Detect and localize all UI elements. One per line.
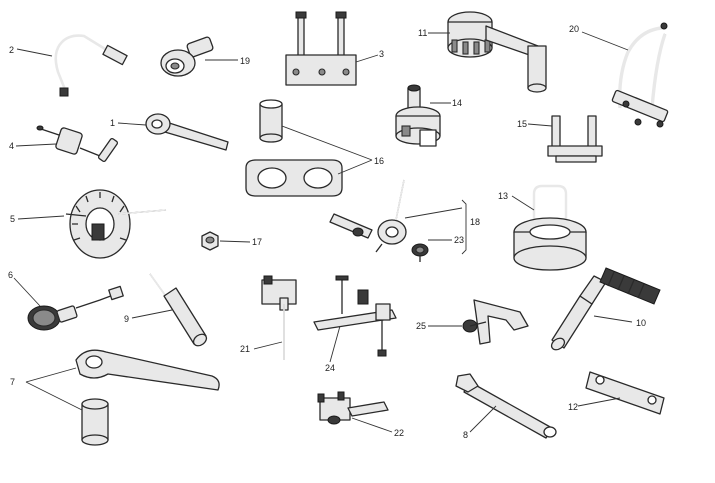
tool-11-castellated-crank: 11 [418,11,547,93]
callout-23: 23 [454,235,464,245]
callout-24: 21 [240,344,250,354]
tool-13-cup-holder: 13 [498,184,587,271]
callout-5: 5 [10,214,15,224]
callout-7: 12 [568,402,578,412]
callout-3: 3 [379,49,384,59]
callout-13: 13 [498,191,508,201]
callout-15: 15 [517,119,527,129]
callout-14: 14 [452,98,462,108]
callout-6: 6 [8,270,13,280]
callout-25: 24 [325,363,335,373]
callout-16: 16 [374,156,384,166]
tool-25-timing-fixture: 24 [313,275,397,373]
tool-22-clamp-fixture: 22 [317,391,404,438]
callout-8: 8 [463,430,468,440]
tool-1-ring-wrench: 1 [110,113,229,151]
tool-9-drift-punch: 9 [124,273,208,347]
tool-16-double-ring-holder: 16 [245,99,384,197]
tool-2-crank-rod: 2 [9,34,128,97]
tool-12-handle-lever: 10 [550,267,661,351]
callout-22: 22 [394,428,404,438]
callout-18: 17 [252,237,262,247]
callout-10: 7 [10,377,15,387]
tool-21-angle-bracket: 25 [416,299,529,345]
callout-9: 9 [124,314,129,324]
tool-20-curved-bracket: 20 [569,22,669,128]
tool-7-holding-bar: 12 [568,371,665,415]
callout-11: 11 [418,28,427,38]
callout-20: 20 [569,24,579,34]
tool-6-dial-probe: 6 [8,270,124,331]
tool-18-nut: 17 [201,231,262,251]
tool-5-flywheel-lock: 5 [10,189,167,259]
callout-12: 10 [636,318,646,328]
tool-10-spanner-socket: 7 [10,349,220,446]
tool-24-pin-bracket: 21 [240,275,297,360]
tool-14-bearing-tool: 14 [395,84,462,147]
callout-2: 2 [9,45,14,55]
tool-19-socket-adapter: 19 [160,36,250,77]
tool-17-dial-gauge-support: 18 [329,179,480,255]
tool-15-fork-plate: 15 [517,115,603,163]
tool-23-small-gear: 23 [411,235,464,262]
callout-21: 25 [416,321,426,331]
callout-17: 18 [470,217,480,227]
tool-8-open-wrench: 8 [455,373,557,440]
callout-4: 4 [9,141,14,151]
callout-1: 1 [110,118,115,128]
callout-19: 19 [240,56,250,66]
tool-3-stud-plate: 3 [285,11,384,86]
tool-4-t-handle-puller: 4 [9,125,119,162]
